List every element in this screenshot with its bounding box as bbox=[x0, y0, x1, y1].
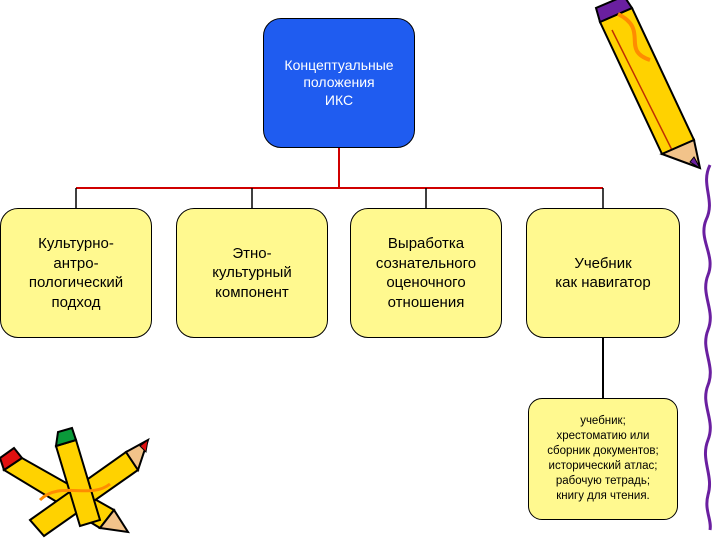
child-node-label: Культурно- антро- пологический подход bbox=[28, 235, 124, 311]
root-node: Концептуальные положения ИКС bbox=[263, 18, 415, 148]
child-node-label: Выработка сознательного оценочного отнош… bbox=[375, 235, 477, 311]
child-node-label: Этно- культурный компонент bbox=[212, 244, 292, 301]
leaf-node-label: учебник; хрестоматию или сборник докумен… bbox=[547, 415, 659, 502]
wavy-line-decoration bbox=[702, 164, 712, 531]
leaf-node-materials: учебник; хрестоматию или сборник докумен… bbox=[528, 398, 678, 520]
child-node-attitude: Выработка сознательного оценочного отнош… bbox=[350, 208, 502, 338]
child-node-label: Учебник как навигатор bbox=[555, 254, 651, 292]
pencils-icon bbox=[0, 426, 150, 538]
root-node-label: Концептуальные положения ИКС bbox=[284, 56, 394, 108]
child-node-textbook-navigator: Учебник как навигатор bbox=[526, 208, 680, 338]
pencil-icon bbox=[594, 0, 702, 170]
child-node-cultural-anthropological: Культурно- антро- пологический подход bbox=[0, 208, 152, 338]
child-node-ethnocultural: Этно- культурный компонент bbox=[176, 208, 328, 338]
